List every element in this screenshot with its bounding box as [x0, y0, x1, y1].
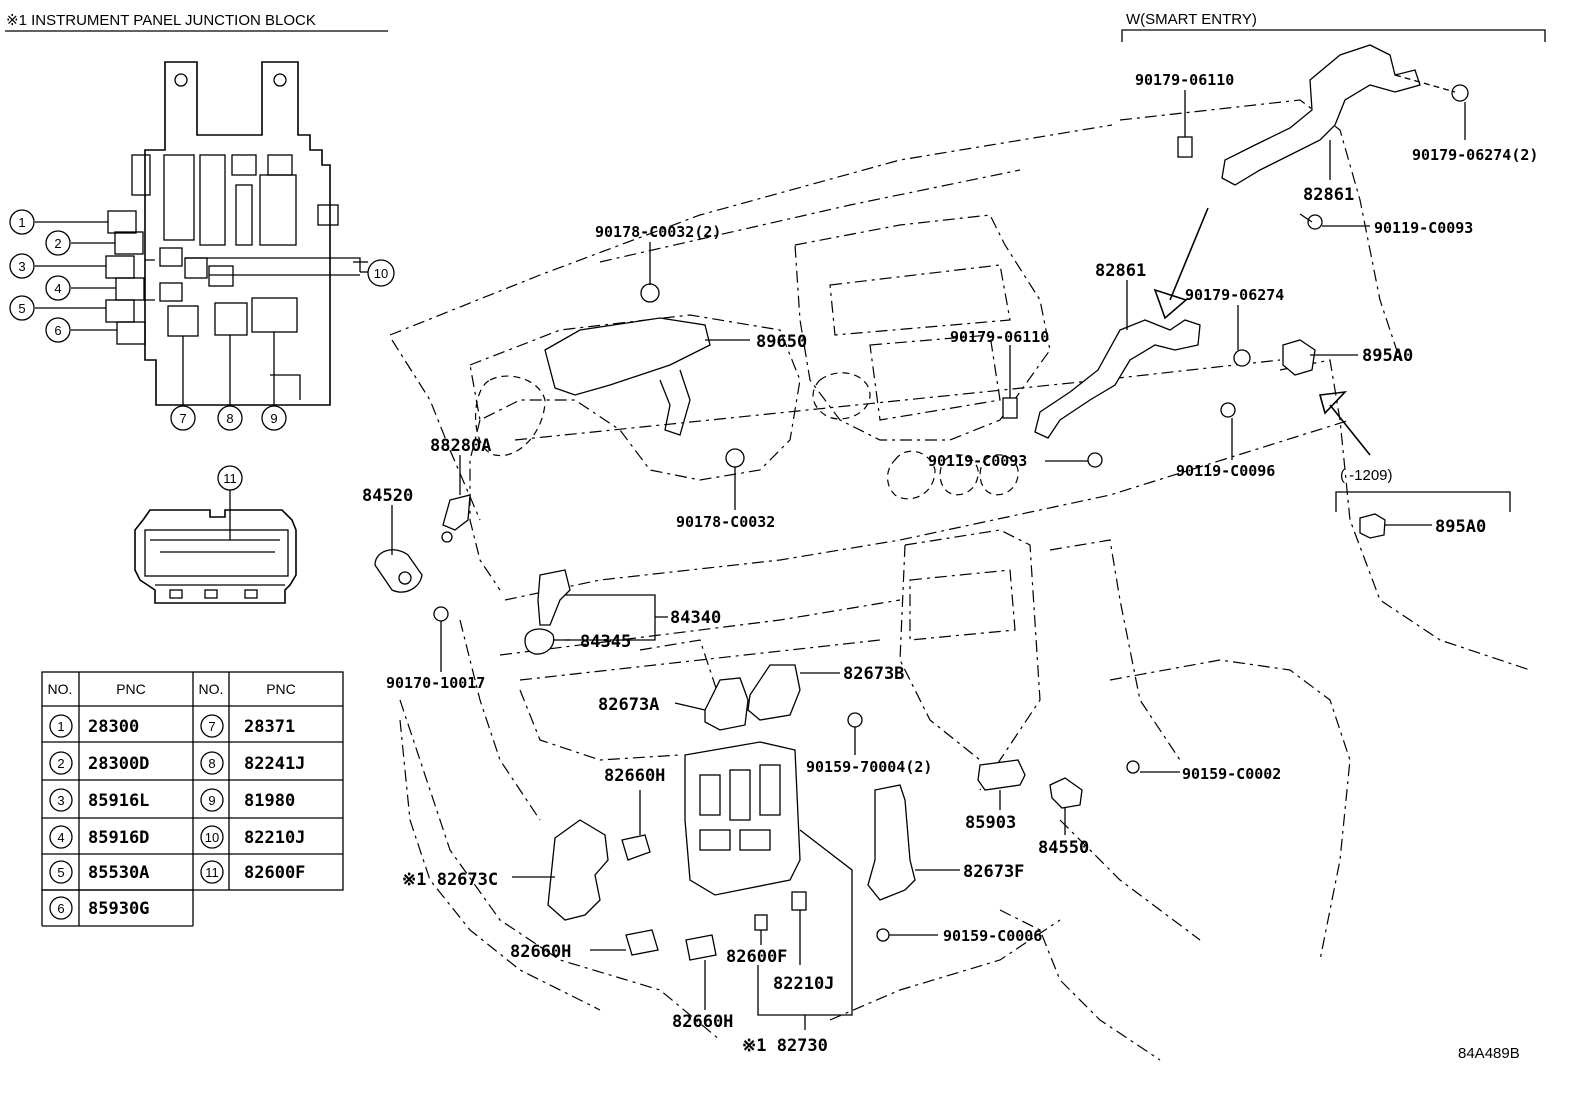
table-row-no: 1: [57, 719, 64, 734]
table-row-no: 7: [208, 719, 215, 734]
table-row-no: 4: [57, 830, 64, 845]
date-range-bracket: [1335, 491, 1511, 512]
table-row-pnc: 28300: [88, 717, 139, 737]
part-labels: 90179-06110 90179-06274(2) 82861 90119-C…: [362, 71, 1538, 1056]
table-row-pnc: 81980: [244, 791, 295, 811]
callout-9: 9: [270, 411, 277, 426]
table-row-no: 3: [57, 793, 64, 808]
label-90119-c0096: 90119-C0096: [1176, 462, 1275, 480]
callout-4: 4: [54, 281, 61, 296]
callout-8: 8: [226, 411, 233, 426]
label-82861: 82861: [1095, 261, 1146, 281]
table-row-no: 6: [57, 901, 64, 916]
label-82730: ※1 82730: [742, 1036, 828, 1056]
label-90179-06274-2: 90179-06274(2): [1412, 146, 1538, 164]
label-89650: 89650: [756, 332, 807, 352]
smart-entry-bracket: [1121, 29, 1546, 42]
label-82600f: 82600F: [726, 947, 787, 967]
figure-code: 84A489B: [1458, 1045, 1520, 1062]
label-90159-70004-2: 90159-70004(2): [806, 758, 932, 776]
junction-callouts: 1 2 3 4 5 6 7 8 9 10 11: [9, 209, 395, 491]
callout-7: 7: [179, 411, 186, 426]
table-row-no: 11: [205, 865, 219, 880]
label-90119-c0093: 90119-C0093: [928, 452, 1027, 470]
callout-11: 11: [223, 471, 237, 486]
callout-3: 3: [18, 259, 25, 274]
label-90170-10017: 90170-10017: [386, 674, 485, 692]
part-shapes: [374, 44, 1469, 961]
table-row-no: 10: [205, 830, 219, 845]
table-row-pnc: 28371: [244, 717, 295, 737]
label-82660h: 82660H: [604, 766, 665, 786]
label-84345: 84345: [580, 632, 631, 652]
table-header-pnc-1: PNC: [116, 681, 146, 697]
junction-block-title: ※1 INSTRUMENT PANEL JUNCTION BLOCK: [6, 12, 316, 29]
callout-1: 1: [18, 215, 25, 230]
label-90119-c0093: 90119-C0093: [1374, 219, 1473, 237]
table-row-no: 2: [57, 756, 64, 771]
label-90179-06110: 90179-06110: [950, 328, 1049, 346]
table-row-pnc: 82600F: [244, 863, 305, 883]
label-88280a: 88280A: [430, 436, 491, 456]
label-90159-c0006: 90159-C0006: [943, 927, 1042, 945]
label-895a0: 895A0: [1362, 346, 1413, 366]
table-row-pnc: 28300D: [88, 754, 149, 774]
table-row-pnc: 85530A: [88, 863, 149, 883]
pnc-table: NO. PNC NO. PNC 1 28300 7 28371 2 28300D…: [41, 671, 344, 927]
label-90178-c0032-2: 90178-C0032(2): [595, 223, 721, 241]
junction-block-drawing: [35, 61, 368, 406]
table-header-no-2: NO.: [199, 681, 224, 697]
table-row-no: 9: [208, 793, 215, 808]
label-82673b: 82673B: [843, 664, 904, 684]
label-82660h: 82660H: [510, 942, 571, 962]
label-82673a: 82673A: [598, 695, 659, 715]
table-header-no-1: NO.: [48, 681, 73, 697]
leader-lines: [353, 90, 1466, 1030]
table-row-pnc: 85916D: [88, 828, 149, 848]
table-row-no: 5: [57, 865, 64, 880]
label-84520: 84520: [362, 486, 413, 506]
table-row-no: 8: [208, 756, 215, 771]
callout-5: 5: [18, 301, 25, 316]
table-row-pnc: 85930G: [88, 899, 149, 919]
label-90178-c0032: 90178-C0032: [676, 513, 775, 531]
table-row-pnc: 85916L: [88, 791, 149, 811]
date-range-label: ( -1209): [1340, 467, 1393, 484]
callout-2: 2: [54, 236, 61, 251]
label-90179-06110: 90179-06110: [1135, 71, 1234, 89]
label-90159-c0002: 90159-C0002: [1182, 765, 1281, 783]
table-row-pnc: 82210J: [244, 828, 305, 848]
label-85903: 85903: [965, 813, 1016, 833]
label-84340: 84340: [670, 608, 721, 628]
dashboard-outline: [389, 99, 1531, 1061]
table-header-pnc-2: PNC: [266, 681, 296, 697]
label-82210j: 82210J: [773, 974, 834, 994]
connector-drawing: [134, 490, 297, 604]
table-row-pnc: 82241J: [244, 754, 305, 774]
callout-10: 10: [374, 266, 388, 281]
label-82673f: 82673F: [963, 862, 1024, 882]
label-84550: 84550: [1038, 838, 1089, 858]
label-82861: 82861: [1303, 185, 1354, 205]
label-90179-06274: 90179-06274: [1185, 286, 1284, 304]
label-895a0: 895A0: [1435, 517, 1486, 537]
smart-entry-label: W(SMART ENTRY): [1126, 11, 1257, 28]
label-82660h: 82660H: [672, 1012, 733, 1032]
callout-6: 6: [54, 323, 61, 338]
label-82673c: ※1 82673C: [402, 870, 498, 890]
